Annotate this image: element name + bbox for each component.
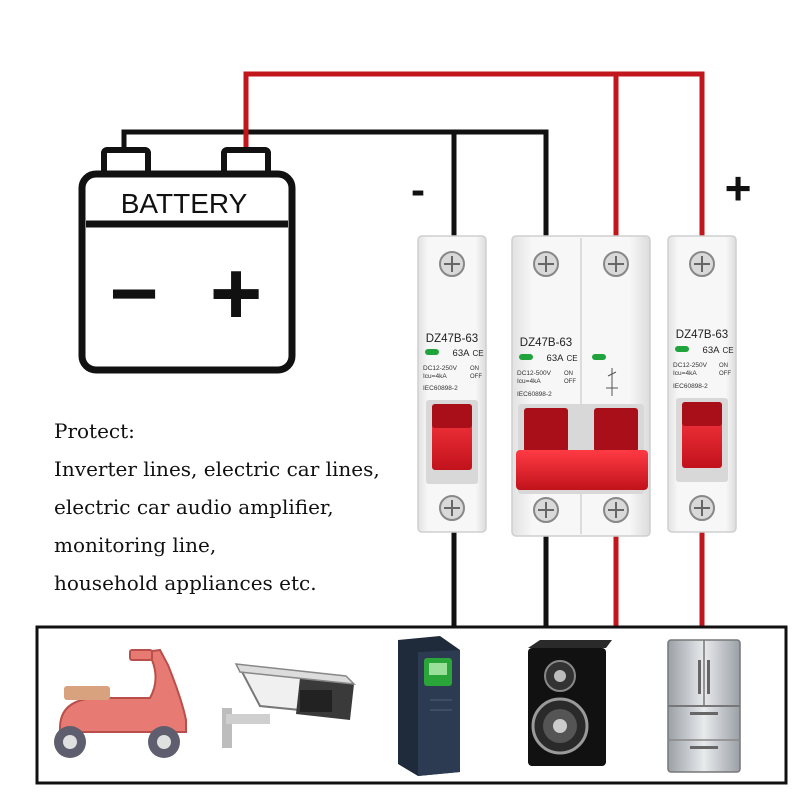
protect-line: monitoring line, [54,533,217,557]
breaker-single-pole-negative: DZ47B-63 63A CE DC12-250V Icu=4kA ON OFF… [417,235,487,533]
breaker-standard: IEC60898-2 [517,391,552,398]
indicator-light [519,354,533,360]
breaker-voltage: DC12-250V [673,362,708,369]
refrigerator-icon [667,639,741,773]
screw-slot [444,256,460,272]
battery-minus-symbol: − [109,246,158,340]
ce-mark: CE [722,346,733,355]
negative-polarity-label: - [411,166,425,213]
breaker-model: DZ47B-63 [426,333,478,345]
wires [121,71,705,630]
breaker-standard: IEC60898-2 [423,385,458,392]
breaker-off-label: OFF [719,371,731,377]
breaker-model: DZ47B-63 [520,337,572,349]
black-wire-battery-to-negative-2 [454,129,549,240]
breaker-voltage: DC12-500V [517,370,552,377]
protect-heading: Protect: [54,419,135,443]
breaker-handle-top-right [594,408,638,452]
battery-label: BATTERY [121,188,248,219]
circuit-symbol-icon [606,368,618,396]
breaker-handle-tie-bar[interactable] [516,450,648,490]
battery: BATTERY − + [78,147,296,374]
breaker-standard: IEC60898-2 [673,383,708,390]
screw-slot [608,256,624,272]
breaker-icu: Icu=4kA [517,378,541,385]
screw-slot [608,502,624,518]
ce-mark: CE [472,349,483,358]
breaker-rating: 63A [547,353,565,364]
breaker-handle-top [432,404,472,428]
breaker-handle-top-left [524,408,568,452]
screw-slot [694,256,710,272]
inverter-icon [398,636,460,776]
indicator-light [425,349,439,355]
breaker-icu: Icu=4kA [423,373,447,380]
screw-slot [538,502,554,518]
indicator-light [675,346,689,352]
indicator-light [592,354,606,360]
security-camera-icon [222,663,357,748]
breaker-handle-top [682,402,722,426]
breaker-double-pole: DZ47B-63 63A CE DC12-500V Icu=4kA ON OFF… [511,235,651,537]
breaker-on-label: ON [719,363,728,369]
battery-plus-symbol: + [210,244,263,344]
breaker-rating: 63A [453,348,471,359]
breaker-body [417,235,487,533]
protect-text-block: Protect: Inverter lines, electric car li… [54,412,380,602]
scooter-icon [54,648,187,758]
breaker-on-label: ON [564,371,573,377]
breaker-single-pole-positive: DZ47B-63 63A CE DC12-250V Icu=4kA ON OFF… [667,235,737,533]
screw-slot [444,500,460,516]
breaker-icu: Icu=4kA [673,370,697,377]
screw-slot [538,256,554,272]
speaker-icon [528,640,612,766]
black-wire-battery-to-negative-1 [121,129,457,240]
ce-mark: CE [566,354,577,363]
breaker-on-label: ON [470,366,479,372]
breaker-model: DZ47B-63 [676,329,728,341]
breaker-rating: 63A [703,345,721,356]
breaker-off-label: OFF [470,374,482,380]
protect-line: household appliances etc. [54,571,317,595]
breaker-off-label: OFF [564,379,576,385]
screw-slot [694,500,710,516]
positive-polarity-label: + [725,162,752,214]
protect-line: Inverter lines, electric car lines, [54,457,380,481]
breaker-voltage: DC12-250V [423,365,458,372]
red-wire-battery-to-positive-1 [243,71,705,240]
protect-line: electric car audio amplifier, [54,495,334,519]
